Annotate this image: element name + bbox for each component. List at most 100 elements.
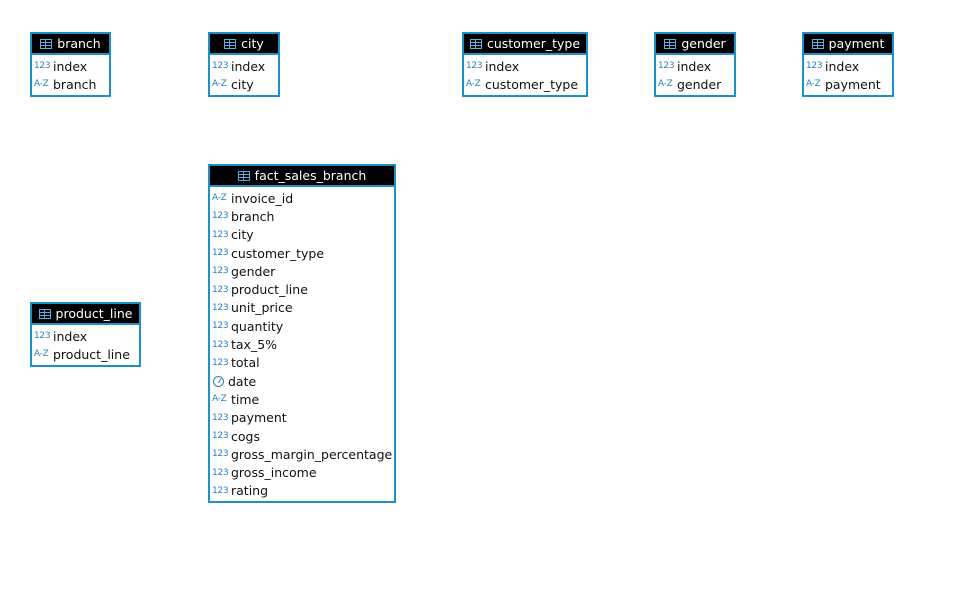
entity-title: branch bbox=[57, 36, 101, 51]
column-name: unit_price bbox=[231, 300, 293, 316]
table-icon bbox=[40, 38, 53, 49]
column-name: city bbox=[231, 76, 254, 92]
number-type-icon: 123 bbox=[466, 61, 483, 72]
column-name: index bbox=[677, 58, 712, 74]
number-type-icon: 123 bbox=[212, 321, 229, 332]
text-type-icon: A-Z bbox=[212, 79, 227, 90]
column-name: index bbox=[53, 58, 88, 74]
entity-header[interactable]: payment bbox=[804, 34, 892, 55]
column-row[interactable]: A-Z time bbox=[210, 390, 394, 408]
number-type-icon: 123 bbox=[212, 339, 229, 350]
column-name: invoice_id bbox=[231, 190, 294, 206]
column-name: quantity bbox=[231, 318, 284, 334]
column-name: total bbox=[231, 355, 260, 371]
entity-header[interactable]: product_line bbox=[32, 304, 139, 325]
column-name: product_line bbox=[53, 346, 130, 362]
column-name: index bbox=[231, 58, 266, 74]
column-name: payment bbox=[825, 76, 881, 92]
entity-title: city bbox=[241, 36, 264, 51]
entity-header[interactable]: branch bbox=[32, 34, 109, 55]
text-type-icon: A-Z bbox=[212, 193, 227, 204]
text-type-icon: A-Z bbox=[658, 79, 673, 90]
number-type-icon: 123 bbox=[212, 229, 229, 240]
column-row[interactable]: A-Z invoice_id bbox=[210, 189, 394, 207]
entity-header[interactable]: fact_sales_branch bbox=[210, 166, 394, 187]
entity-title: fact_sales_branch bbox=[254, 168, 367, 183]
column-row[interactable]: A-Z payment bbox=[804, 75, 892, 93]
table-icon bbox=[811, 38, 824, 49]
number-type-icon: 123 bbox=[212, 467, 229, 478]
entity-header[interactable]: city bbox=[210, 34, 278, 55]
column-row[interactable]: date bbox=[210, 372, 394, 390]
table-icon bbox=[664, 38, 677, 49]
table-icon bbox=[224, 38, 237, 49]
number-type-icon: 123 bbox=[658, 61, 675, 72]
entity-title: customer_type bbox=[486, 36, 581, 51]
number-type-icon: 123 bbox=[212, 302, 229, 313]
column-row[interactable]: A-Z city bbox=[210, 75, 278, 93]
column-name: gross_income bbox=[231, 465, 317, 481]
text-type-icon: A-Z bbox=[212, 394, 227, 405]
entity-header[interactable]: gender bbox=[656, 34, 734, 55]
column-name: time bbox=[231, 391, 260, 407]
column-name: index bbox=[53, 328, 88, 344]
number-type-icon: 123 bbox=[212, 357, 229, 368]
column-name: customer_type bbox=[231, 245, 325, 261]
number-type-icon: 123 bbox=[212, 61, 229, 72]
column-name: payment bbox=[231, 410, 287, 426]
entity-header[interactable]: customer_type bbox=[464, 34, 586, 55]
number-type-icon: 123 bbox=[34, 61, 51, 72]
column-name: gross_margin_percentage bbox=[231, 446, 393, 462]
number-type-icon: 123 bbox=[212, 284, 229, 295]
number-type-icon: 123 bbox=[212, 248, 229, 259]
number-type-icon: 123 bbox=[212, 211, 229, 222]
number-type-icon: 123 bbox=[806, 61, 823, 72]
text-type-icon: A-Z bbox=[806, 79, 821, 90]
number-type-icon: 123 bbox=[212, 266, 229, 277]
column-name: branch bbox=[53, 76, 97, 92]
entity-title: payment bbox=[828, 36, 885, 51]
number-type-icon: 123 bbox=[212, 431, 229, 441]
column-name: gender bbox=[231, 263, 276, 279]
entity-title: gender bbox=[681, 36, 726, 51]
column-name: gender bbox=[677, 76, 722, 92]
column-name: index bbox=[825, 58, 860, 74]
column-row[interactable]: A-Z gender bbox=[656, 75, 734, 93]
